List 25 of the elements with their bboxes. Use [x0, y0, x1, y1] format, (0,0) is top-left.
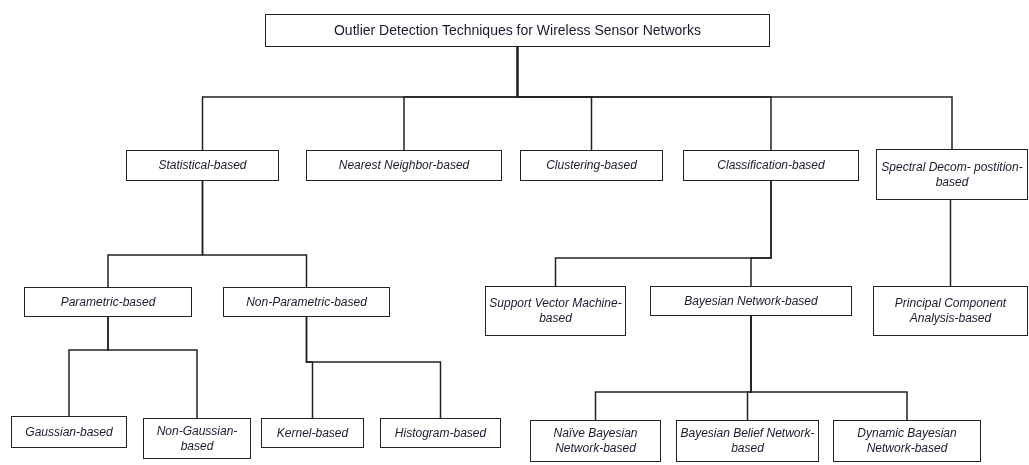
connector-line [750, 180, 772, 287]
title-box: Outlier Detection Techniques for Wireless Sensor Networks [265, 14, 770, 47]
category-box: Bayesian Network-based [650, 286, 852, 316]
connector-line [201, 180, 308, 288]
connector-line [949, 199, 952, 287]
category-box: Principal Component Analysis-based [873, 286, 1028, 336]
category-box: Dynamic Bayesian Network-based [833, 420, 981, 462]
category-box: Statistical-based [126, 150, 279, 181]
category-box: Bayesian Belief Network-based [676, 420, 819, 462]
connector-line [750, 315, 908, 421]
category-box: Clustering-based [520, 150, 663, 181]
connector-line [305, 316, 442, 419]
category-box: Non-Parametric-based [223, 287, 390, 317]
category-box: Nearest Neighbor-based [306, 150, 502, 181]
category-box: Support Vector Machine-based [485, 286, 626, 336]
category-box: Non-Gaussian-based [143, 418, 251, 459]
connector-line [516, 46, 953, 150]
connector-line [107, 316, 198, 419]
category-box: Kernel-based [261, 418, 364, 448]
category-box: Histogram-based [380, 418, 501, 448]
category-box: Spectral Decom- postition-based [876, 149, 1028, 200]
category-box: Classification-based [683, 150, 859, 181]
category-box: Parametric-based [24, 287, 192, 317]
category-box: Gaussian-based [11, 416, 127, 448]
category-box: Naïve Bayesian Network-based [530, 420, 661, 462]
